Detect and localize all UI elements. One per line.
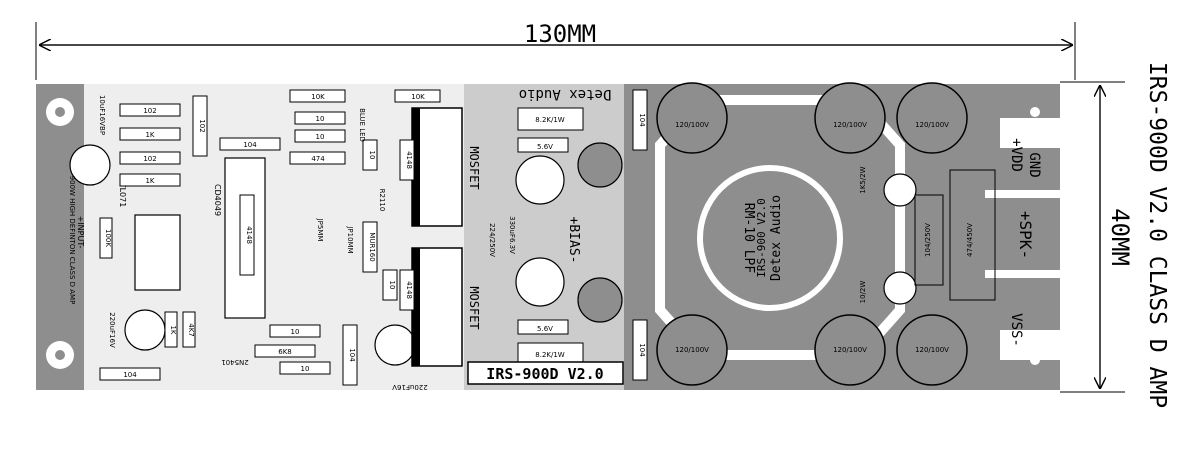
svg-text:102: 102 bbox=[143, 107, 156, 115]
svg-text:1K: 1K bbox=[145, 131, 154, 139]
resistors: 102 1K 102 1K 104 10K 10 10 10K 474 10 1… bbox=[99, 89, 996, 386]
svg-text:4148: 4148 bbox=[405, 281, 413, 299]
left-edge-text: 900W HIGH DEFINTON CLASS D AMP bbox=[68, 176, 76, 305]
svg-text:120/100V: 120/100V bbox=[915, 121, 949, 129]
lpf-version: IRS-900 V2.0 bbox=[755, 198, 768, 277]
side-title: IRS-900D V2.0 CLASS D AMP bbox=[1144, 62, 1170, 408]
capacitor bbox=[124, 309, 166, 351]
svg-text:220uF16V: 220uF16V bbox=[108, 312, 116, 348]
svg-text:MUR160: MUR160 bbox=[368, 232, 376, 261]
svg-text:4148: 4148 bbox=[405, 151, 413, 169]
svg-text:474: 474 bbox=[311, 155, 325, 163]
svg-text:224/250V: 224/250V bbox=[488, 223, 496, 257]
svg-text:JP5MM: JP5MM bbox=[316, 218, 324, 242]
svg-text:10uF16VBP: 10uF16VBP bbox=[98, 95, 106, 135]
svg-text:8.2K/1W: 8.2K/1W bbox=[535, 351, 565, 359]
svg-text:MOSFET: MOSFET bbox=[467, 286, 481, 329]
spk-label: +SPK- bbox=[1016, 211, 1035, 259]
lpf-label: RM-10 LPF bbox=[741, 203, 756, 274]
svg-text:6K8: 6K8 bbox=[278, 348, 292, 356]
svg-text:474/450V: 474/450V bbox=[966, 223, 974, 257]
svg-text:104/250V: 104/250V bbox=[924, 223, 932, 257]
svg-text:104: 104 bbox=[348, 348, 356, 362]
version-box: IRS-900D V2.0 bbox=[467, 361, 624, 385]
svg-text:104: 104 bbox=[123, 371, 137, 379]
lpf-inductor: RM-10 LPF Detex Audio IRS-900 V2.0 bbox=[741, 195, 784, 281]
svg-text:120/100V: 120/100V bbox=[675, 121, 709, 129]
svg-text:220uF16V: 220uF16V bbox=[392, 383, 428, 391]
svg-text:10: 10 bbox=[316, 133, 325, 141]
svg-text:120/100V: 120/100V bbox=[675, 346, 709, 354]
svg-text:330uF6.3V: 330uF6.3V bbox=[508, 216, 516, 254]
svg-text:102: 102 bbox=[143, 155, 156, 163]
gnd-label: GND bbox=[1026, 152, 1042, 177]
capacitor bbox=[515, 257, 565, 307]
svg-text:10: 10 bbox=[291, 328, 300, 336]
capacitor bbox=[374, 324, 416, 366]
lpf-brand: Detex Audio bbox=[769, 195, 784, 281]
svg-text:1K: 1K bbox=[169, 325, 177, 334]
height-dimension: 40MM bbox=[1060, 81, 1134, 393]
capacitor: 120/100V bbox=[814, 82, 886, 154]
capacitor: 120/100V bbox=[896, 82, 968, 154]
capacitor bbox=[577, 277, 623, 323]
main-capacitors: 120/100V 120/100V 120/100V 120/100V 120/… bbox=[69, 82, 968, 386]
svg-text:104: 104 bbox=[638, 343, 646, 357]
svg-text:10K: 10K bbox=[311, 93, 325, 101]
svg-text:JP10MM: JP10MM bbox=[346, 225, 354, 253]
svg-text:10: 10 bbox=[368, 151, 376, 160]
capacitor: 120/100V bbox=[814, 314, 886, 386]
svg-text:100K: 100K bbox=[104, 229, 112, 247]
vdd-label: +VDD bbox=[1008, 138, 1024, 172]
svg-text:10/2W: 10/2W bbox=[859, 281, 867, 304]
ic-tl071: TL071 bbox=[118, 182, 181, 291]
brand-top: Detex Audio bbox=[519, 86, 612, 102]
svg-text:10K: 10K bbox=[411, 93, 425, 101]
svg-text:104: 104 bbox=[638, 113, 646, 127]
svg-text:R2110: R2110 bbox=[378, 189, 386, 212]
resistor bbox=[883, 271, 917, 305]
capacitor: 120/100V bbox=[656, 82, 728, 154]
capacitor bbox=[577, 142, 623, 188]
svg-text:5.6V: 5.6V bbox=[537, 325, 553, 333]
svg-text:TL071: TL071 bbox=[118, 182, 127, 208]
svg-text:2N5401: 2N5401 bbox=[221, 358, 249, 366]
svg-text:10: 10 bbox=[316, 115, 325, 123]
mosfet-2: MOSFET bbox=[411, 247, 481, 367]
svg-text:104: 104 bbox=[243, 141, 257, 149]
capacitor: 120/100V bbox=[656, 314, 728, 386]
svg-text:1K: 1K bbox=[145, 177, 154, 185]
svg-text:1K5/2W: 1K5/2W bbox=[859, 166, 867, 193]
svg-text:BLUE LED: BLUE LED bbox=[358, 108, 366, 142]
svg-text:10: 10 bbox=[301, 365, 310, 373]
svg-text:4148: 4148 bbox=[245, 226, 253, 244]
width-dimension: 130MM bbox=[35, 20, 1076, 80]
capacitor bbox=[69, 144, 111, 186]
bias-label: +BIAS- bbox=[566, 217, 581, 264]
svg-text:MOSFET: MOSFET bbox=[467, 146, 481, 189]
svg-text:120/100V: 120/100V bbox=[833, 121, 867, 129]
resistor bbox=[883, 173, 917, 207]
svg-text:120/100V: 120/100V bbox=[833, 346, 867, 354]
svg-text:CD4049: CD4049 bbox=[213, 184, 222, 216]
svg-text:8.2K/1W: 8.2K/1W bbox=[535, 116, 565, 124]
height-label: 40MM bbox=[1106, 208, 1134, 266]
mosfet-1: MOSFET bbox=[411, 107, 481, 227]
input-label: +INPUT- bbox=[76, 216, 85, 249]
vss-label: VSS- bbox=[1008, 313, 1024, 347]
capacitor bbox=[515, 155, 565, 205]
capacitor: 120/100V bbox=[896, 314, 968, 386]
svg-text:4K7: 4K7 bbox=[187, 323, 195, 337]
svg-text:102: 102 bbox=[198, 119, 206, 132]
svg-text:IRS-900D V2.0: IRS-900D V2.0 bbox=[486, 365, 603, 383]
svg-text:120/100V: 120/100V bbox=[915, 346, 949, 354]
svg-text:10: 10 bbox=[388, 281, 396, 290]
width-label: 130MM bbox=[524, 20, 596, 48]
svg-text:5.6V: 5.6V bbox=[537, 143, 553, 151]
